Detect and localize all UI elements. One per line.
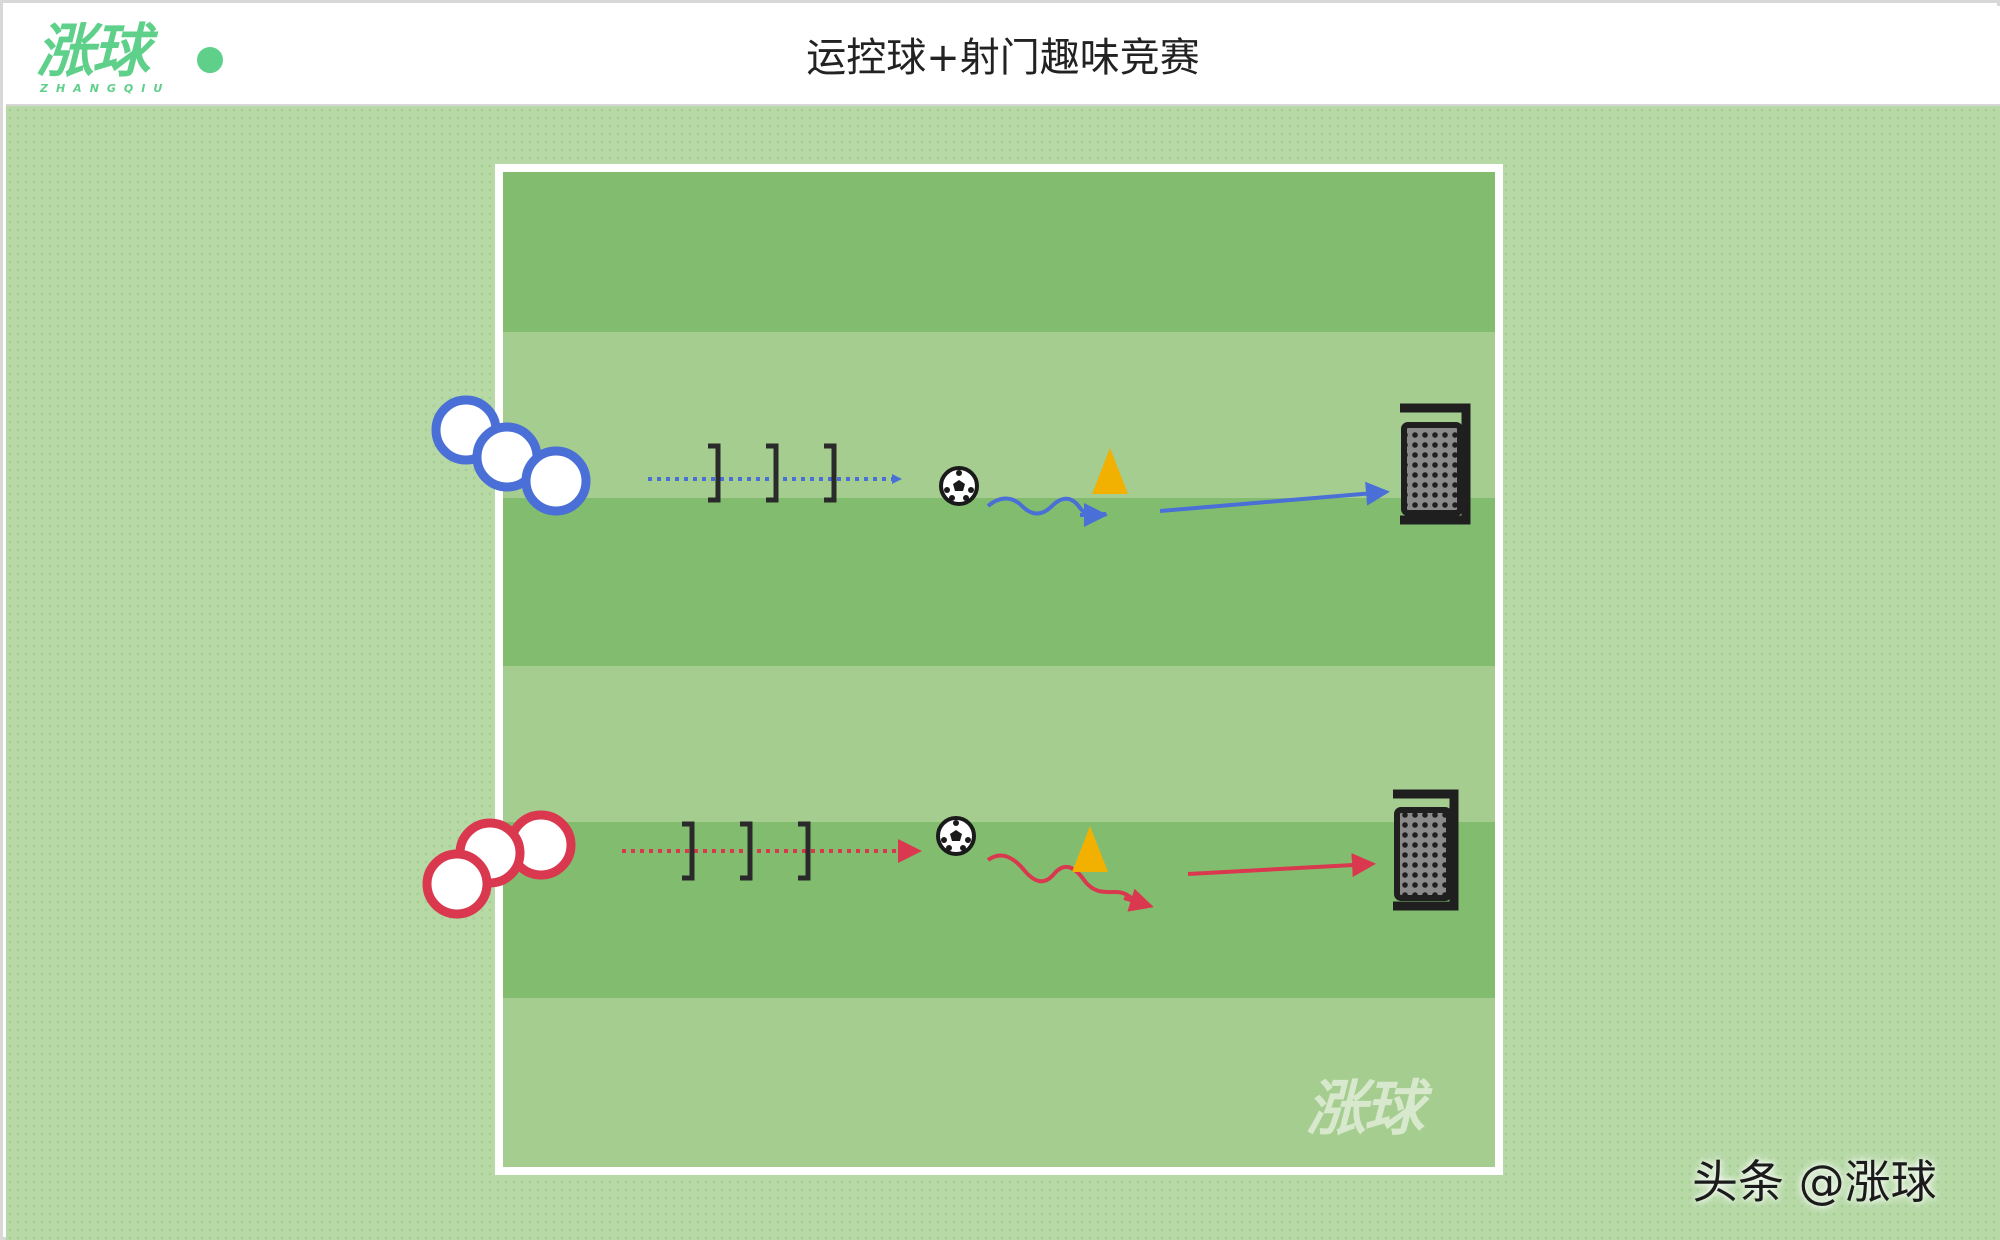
red-players [422,810,576,919]
player-red [422,849,492,919]
pitch-stripe [503,332,1495,498]
blue-players [431,395,591,516]
hurdle [824,443,837,503]
drill-blue [431,395,1471,527]
logo-subtext: ZHANGQIU [40,82,171,95]
soccer-ball-icon [939,466,979,506]
hurdle [798,821,811,881]
player-blue [521,446,591,516]
pitch [495,164,1503,1175]
blue-shot-arrow [1159,481,1390,513]
logo-text: 涨球 [36,17,150,85]
header-bar: 涨球 ZHANGQIU 运控球+射门趣味竞赛 [6,6,2000,106]
pitch-stripe [503,498,1495,666]
blue-hurdles [708,443,837,503]
watermark-logo: 涨球 [1306,1074,1424,1144]
logo: 涨球 ZHANGQIU [36,16,226,98]
hurdle [708,443,721,503]
page-title: 运控球+射门趣味竞赛 [806,35,1200,81]
hurdle [766,443,779,503]
drill-red [422,789,1459,919]
pitch-border [495,164,1503,1175]
logo-ball-icon [194,44,226,76]
hurdle [740,821,753,881]
pitch-stripe [503,666,1495,822]
red-hurdles [682,821,811,881]
attribution-text: 头条 @涨球 [1692,1155,1937,1209]
cone-icon [1092,448,1128,494]
cone-icon [1072,826,1108,872]
goal-icon [1393,789,1459,911]
soccer-ball-icon [936,816,976,856]
pitch-stripe [503,998,1495,1168]
red-dribble-wave [986,853,1140,906]
red-shot-arrow [1187,853,1376,878]
hurdle [682,821,695,881]
pitch-stripe [503,822,1495,998]
red-dribble-arrow [1123,888,1154,912]
pitch-stripe [503,172,1495,332]
goal-icon [1400,403,1471,525]
